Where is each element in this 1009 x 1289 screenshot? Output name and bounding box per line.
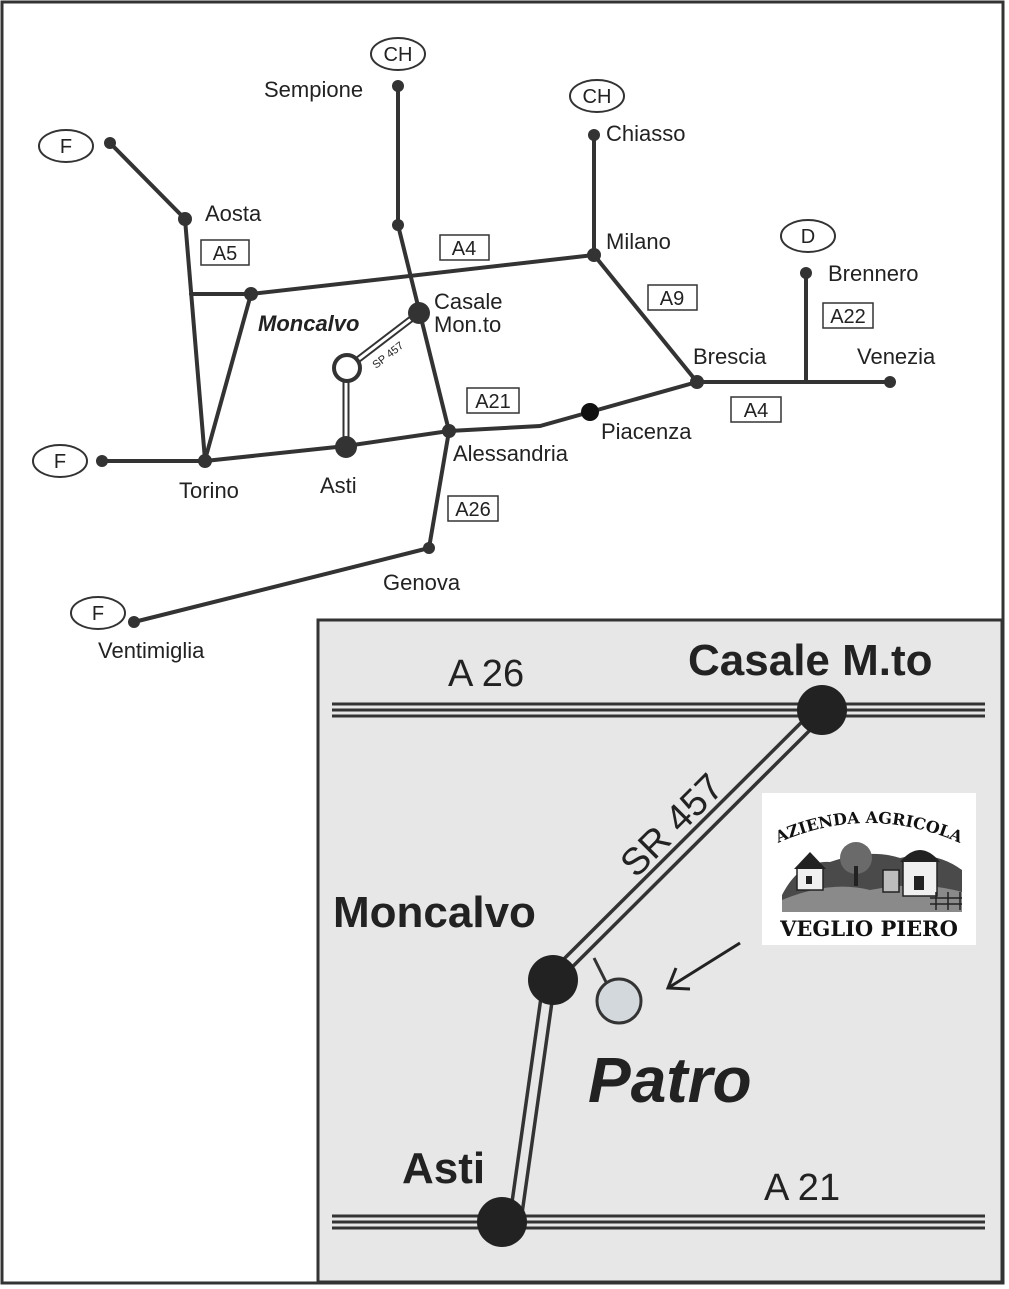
node-venezia	[884, 376, 896, 388]
country-oval-aosta	[38, 129, 94, 163]
city-piacenza: Piacenza	[601, 419, 692, 444]
country-d-brennero: D	[801, 226, 815, 248]
country-markers: CH CH F F F D	[32, 37, 836, 630]
road-a5	[183, 217, 207, 462]
inset-panel	[316, 618, 1004, 1284]
city-torino: Torino	[179, 478, 239, 503]
inset-highway-a21	[332, 1214, 985, 1230]
country-f-aosta: F	[60, 136, 72, 158]
country-oval-brennero	[780, 219, 836, 253]
node-brescia	[690, 375, 704, 389]
inset-label-casale: Casale M.to	[688, 636, 933, 685]
city-ventimiglia: Ventimiglia	[98, 638, 205, 663]
node-asti	[335, 436, 357, 458]
node-junction	[392, 219, 404, 231]
label-a21: A21	[475, 391, 511, 413]
road-aosta-border	[108, 141, 187, 221]
label-a26: A26	[455, 499, 491, 521]
inset-label-a26: A 26	[448, 653, 524, 695]
label-a22: A22	[830, 306, 866, 328]
country-oval-chiasso	[569, 79, 625, 113]
overview-local-roads	[342, 310, 422, 446]
farm-logo: AZIENDA AGRICOLA VEGLIO PIERO	[762, 793, 976, 945]
label-a4-east: A4	[744, 400, 768, 422]
road-a26-south	[427, 429, 451, 550]
road-a26-north	[396, 223, 451, 433]
node-a5-junction	[244, 287, 258, 301]
road-a9	[592, 253, 699, 384]
node-alessandria	[442, 424, 456, 438]
country-f-ventimiglia: F	[92, 603, 104, 625]
node-piacenza	[581, 403, 599, 421]
city-chiasso: Chiasso	[606, 121, 685, 146]
city-brennero: Brennero	[828, 261, 919, 286]
inset-node-moncalvo	[528, 955, 578, 1005]
city-casale-line1: Casale	[434, 289, 502, 314]
inset-label-asti: Asti	[402, 1144, 485, 1193]
city-asti: Asti	[320, 473, 357, 498]
node-genova	[423, 542, 435, 554]
inset-node-patro	[595, 977, 643, 1025]
country-oval-ventimiglia	[70, 596, 126, 630]
inset-label-moncalvo: Moncalvo	[333, 888, 536, 937]
node-aosta	[178, 212, 192, 226]
farm-scene-icon	[782, 842, 962, 912]
city-alessandria: Alessandria	[453, 441, 569, 466]
node-torino	[198, 454, 212, 468]
city-milano: Milano	[606, 229, 671, 254]
inset-node-casale	[797, 685, 847, 735]
inset-label-patro: Patro	[588, 1044, 752, 1116]
node-chiasso	[588, 129, 600, 141]
node-ventimiglia	[128, 616, 140, 628]
city-genova: Genova	[383, 570, 461, 595]
city-labels: Sempione Chiasso Aosta Milano Brennero C…	[98, 77, 936, 663]
arrow-icon	[665, 941, 741, 991]
node-sempione	[392, 80, 404, 92]
inset-label-a21: A 21	[764, 1167, 840, 1209]
node-moncalvo	[332, 353, 362, 383]
city-venezia: Venezia	[857, 344, 936, 369]
node-casale	[408, 302, 430, 324]
country-ch-chiasso: CH	[583, 86, 612, 108]
label-a4-west: A4	[452, 238, 476, 260]
city-brescia: Brescia	[693, 344, 767, 369]
road-a4-west	[249, 253, 596, 296]
overview-nodes	[96, 80, 896, 628]
country-ch-sempione: CH	[384, 44, 413, 66]
node-brennero	[800, 267, 812, 279]
country-f-torino: F	[54, 451, 66, 473]
city-casale-line2: Mon.to	[434, 312, 501, 337]
road-torino-link	[203, 292, 253, 462]
city-moncalvo: Moncalvo	[258, 311, 359, 336]
city-aosta: Aosta	[205, 201, 262, 226]
road-a10	[132, 546, 431, 624]
label-a5: A5	[213, 243, 237, 265]
logo-bottom-text: VEGLIO PIERO	[779, 916, 958, 941]
label-a9: A9	[660, 288, 684, 310]
inset-node-asti	[477, 1197, 527, 1247]
overview-roads	[100, 84, 892, 624]
node-aosta-border	[104, 137, 116, 149]
node-milano	[587, 248, 601, 262]
city-sempione: Sempione	[264, 77, 363, 102]
node-torino-border	[96, 455, 108, 467]
inset-highway-a26	[332, 702, 985, 718]
country-oval-sempione	[370, 37, 426, 71]
country-oval-torino	[32, 444, 88, 478]
